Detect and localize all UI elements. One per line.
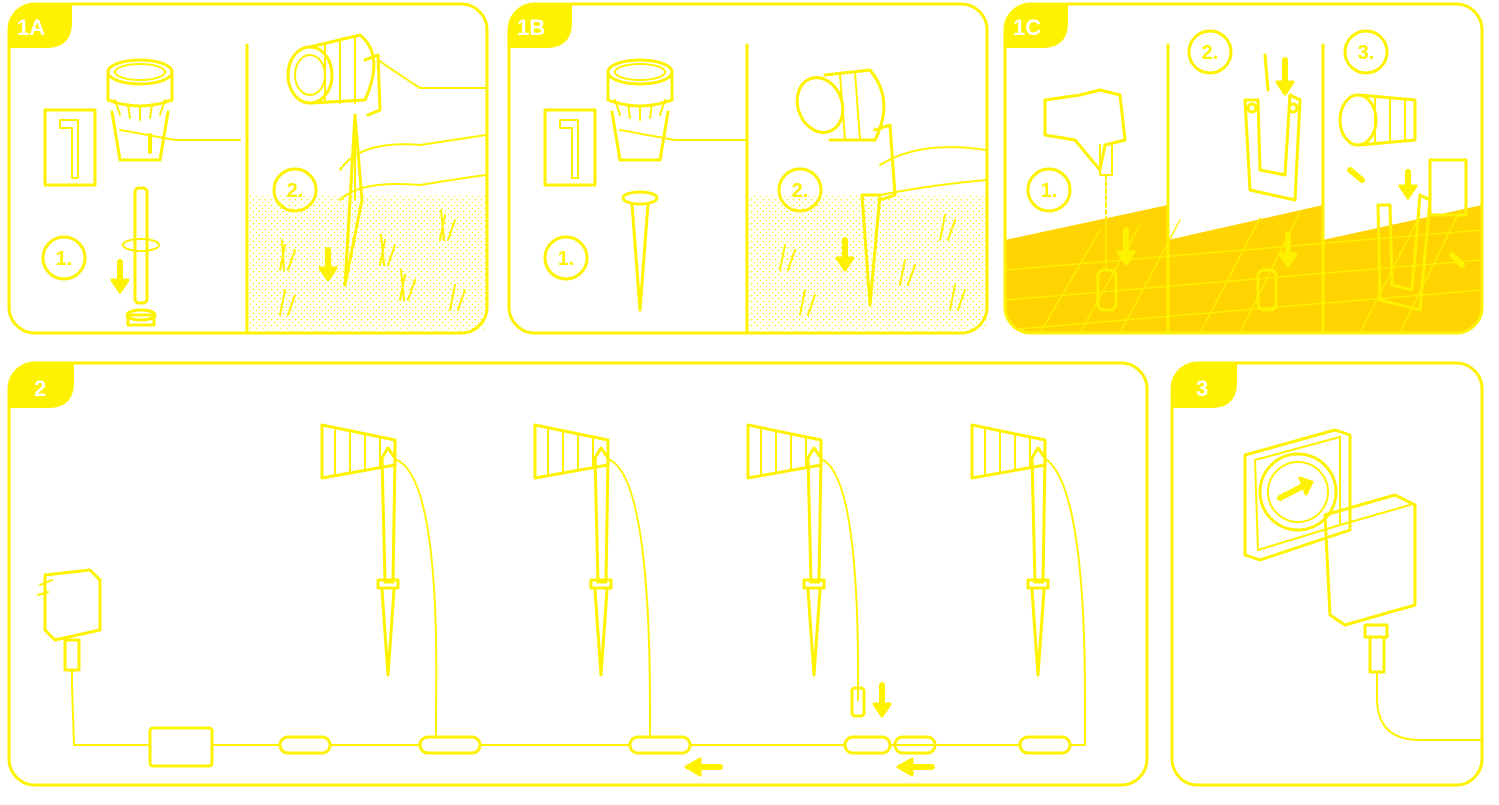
lamp-head-1a	[108, 60, 240, 160]
step-1a-1: 1.	[56, 248, 73, 270]
panel-tabs: 1A 1B 1C 2 3	[9, 4, 1237, 408]
step-1b-1: 1.	[558, 248, 575, 270]
t-connector-icon	[420, 737, 480, 753]
connector-icon	[1020, 737, 1070, 753]
step-1c-1: 1.	[1041, 180, 1058, 202]
wall-socket-icon	[1245, 430, 1350, 560]
tab-3-label: 3	[1196, 376, 1208, 401]
arrow-diag-icon	[1350, 170, 1362, 180]
step-1b-2: 2.	[792, 180, 809, 202]
spot-lamp-3	[748, 425, 864, 716]
screw-icon	[1265, 55, 1268, 90]
step-1c-3: 3.	[1358, 42, 1375, 64]
spot-lamp-4	[972, 425, 1085, 700]
spike-1b	[623, 192, 657, 310]
panel-1c	[1005, 4, 1482, 333]
tab-1a-label: 1A	[17, 15, 45, 40]
wall-floor	[1323, 205, 1482, 333]
step-1c-2: 2.	[1202, 42, 1219, 64]
panel-1a	[9, 4, 487, 333]
panel-1b	[509, 4, 987, 333]
tab-2-label: 2	[34, 376, 46, 401]
wall-floor	[1005, 205, 1168, 333]
t-connector-icon	[845, 737, 890, 753]
stake-1a	[123, 188, 159, 325]
allen-key-icon	[545, 110, 595, 185]
panel-2	[9, 363, 1147, 785]
step-1a-2: 2.	[287, 180, 304, 202]
lamp-head-1b	[608, 60, 745, 160]
power-adapter-icon	[38, 570, 150, 745]
connector-icon	[280, 737, 330, 753]
spot-lamp-1	[322, 425, 436, 737]
t-connector-icon	[630, 737, 690, 753]
allen-key-icon	[45, 110, 95, 185]
control-box-icon	[150, 728, 212, 766]
tab-1c-label: 1C	[1013, 15, 1041, 40]
panel-3	[1172, 363, 1482, 785]
arrow-diag-icon	[1280, 485, 1305, 498]
arrow-head-icon	[112, 280, 128, 292]
spot-lamp-2	[535, 425, 650, 737]
tab-1b-label: 1B	[517, 15, 545, 40]
bracket-icon	[1245, 95, 1300, 200]
